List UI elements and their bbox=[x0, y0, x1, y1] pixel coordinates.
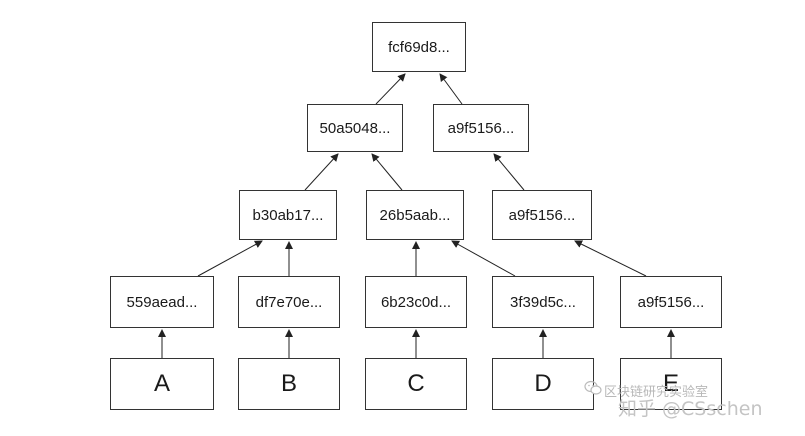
level2-hash-node: a9f5156... bbox=[492, 190, 592, 240]
data-block-node: B bbox=[238, 358, 340, 410]
level2-hash-node: b30ab17... bbox=[239, 190, 337, 240]
level2-hash-node: 26b5aab... bbox=[366, 190, 464, 240]
edge-a9f5156-to-a9f5156-l2 bbox=[574, 240, 647, 277]
level1-hash-node: a9f5156... bbox=[433, 104, 529, 152]
leaf-hash-node: 3f39d5c... bbox=[492, 276, 594, 328]
node-label: 26b5aab... bbox=[379, 206, 451, 224]
leaf-hash-node: a9f5156... bbox=[620, 276, 722, 328]
watermark-text: 区块链研究实验室 bbox=[604, 385, 709, 400]
node-label: 559aead... bbox=[126, 293, 198, 311]
node-label: B bbox=[280, 370, 297, 397]
data-block-node: D bbox=[492, 358, 594, 410]
data-block-node: A bbox=[110, 358, 214, 410]
leaf-hash-node: df7e70e... bbox=[238, 276, 340, 328]
leaf-hash-node: 6b23c0d... bbox=[365, 276, 467, 328]
node-label: df7e70e... bbox=[255, 293, 323, 311]
node-label: A bbox=[153, 370, 170, 397]
node-label: b30ab17... bbox=[252, 206, 324, 224]
node-label: E bbox=[662, 370, 679, 397]
node-label: 3f39d5c... bbox=[510, 293, 576, 311]
node-label: D bbox=[534, 370, 552, 397]
edge-a9f5156-l1-to-root bbox=[439, 73, 463, 105]
node-label: a9f5156... bbox=[508, 206, 576, 224]
data-block-node: E bbox=[620, 358, 722, 410]
node-label: a9f5156... bbox=[447, 119, 515, 137]
node-label: fcf69d8... bbox=[388, 38, 450, 56]
node-label: C bbox=[407, 370, 425, 397]
data-block-node: C bbox=[365, 358, 467, 410]
edge-b30ab17-to-50a5048 bbox=[304, 153, 339, 191]
edge-50a5048-to-root bbox=[375, 73, 406, 105]
watermark-text: 知乎 @CSschen bbox=[618, 398, 763, 420]
edge-a9f5156-l2-to-a9f5156-l1 bbox=[493, 153, 525, 191]
level1-hash-node: 50a5048... bbox=[307, 104, 403, 152]
edge-3f39d5c-to-26b5aab bbox=[451, 240, 516, 277]
node-label: a9f5156... bbox=[637, 293, 705, 311]
node-label: 6b23c0d... bbox=[380, 293, 452, 311]
node-label: 50a5048... bbox=[319, 119, 391, 137]
edge-559aead-to-b30ab17 bbox=[197, 240, 263, 277]
root-hash-node: fcf69d8... bbox=[372, 22, 466, 72]
wechat-icon bbox=[584, 380, 602, 395]
edge-26b5aab-to-50a5048 bbox=[371, 153, 403, 191]
leaf-hash-node: 559aead... bbox=[110, 276, 214, 328]
